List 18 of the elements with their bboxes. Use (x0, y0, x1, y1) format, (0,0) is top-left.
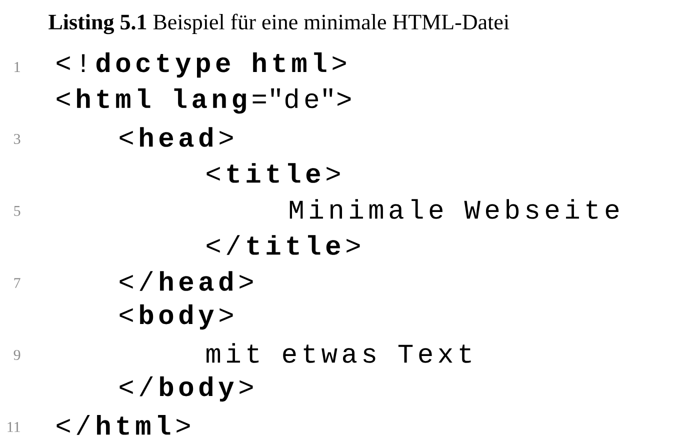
code-line: </head> (120, 271, 253, 291)
line-number: 5 (14, 206, 20, 216)
code-line: <body> (120, 304, 233, 330)
code-line: mit etwas Text (206, 343, 471, 363)
code-line: <!doctype html> (56, 52, 346, 78)
line-number: 11 (8, 422, 20, 432)
line-number: 9 (14, 350, 20, 360)
line-number: 7 (14, 278, 20, 288)
line-number: 1 (14, 62, 20, 72)
code-line: Minimale Webseite (290, 199, 619, 219)
code-line: <html lang="de"> (56, 88, 351, 114)
listing-caption: Listing 5.1 Beispiel für eine minimale HTML-Datei (48, 14, 510, 34)
code-line: <head> (120, 127, 233, 147)
line-number: 3 (14, 134, 20, 144)
code-line: </html> (56, 415, 190, 435)
code-line: <title> (206, 163, 340, 183)
code-line: </body> (120, 376, 253, 402)
code-line: </title> (206, 235, 360, 255)
